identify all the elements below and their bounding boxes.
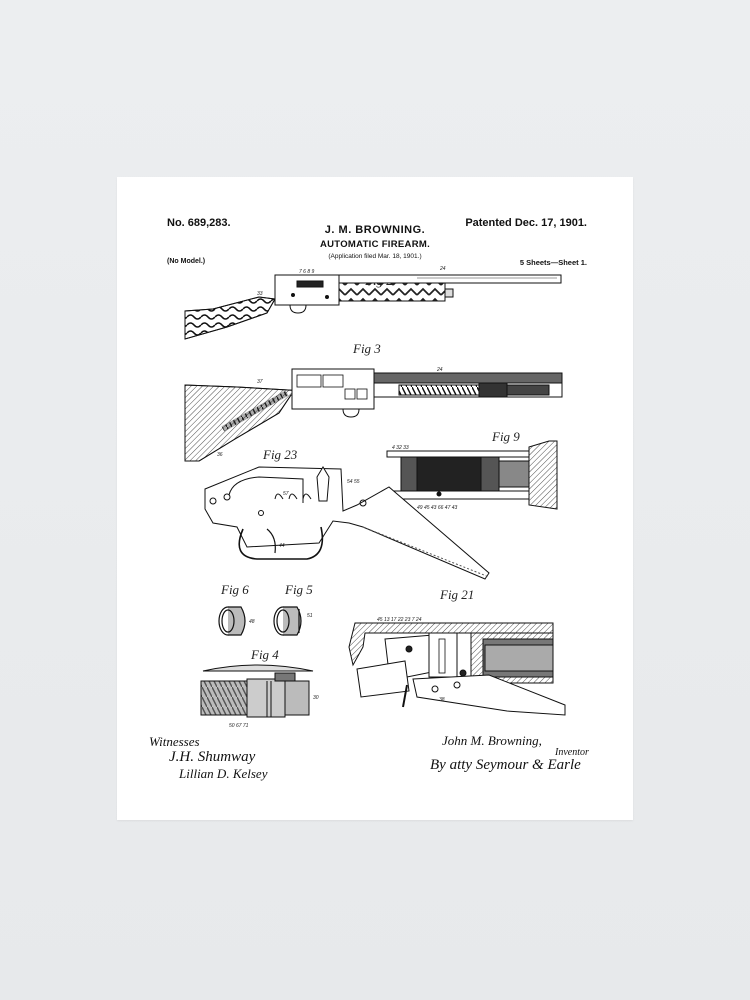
inventor-role: Inventor	[555, 747, 589, 758]
svg-text:38: 38	[439, 697, 445, 703]
svg-text:49 45 43 66 47 43: 49 45 43 66 47 43	[417, 505, 458, 511]
svg-text:57: 57	[283, 491, 289, 497]
witness-signature-1: J.H. Shumway	[169, 749, 256, 765]
inventor-signature: John M. Browning,	[442, 733, 542, 748]
svg-text:37: 37	[257, 379, 263, 385]
svg-text:30: 30	[313, 695, 319, 701]
inventor-name: J. M. BROWNING.	[324, 224, 426, 236]
patent-title: AUTOMATIC FIREARM.	[319, 239, 431, 250]
svg-text:4 32 33: 4 32 33	[392, 445, 409, 451]
svg-text:24: 24	[439, 266, 446, 272]
fig21-label: Fig 21	[440, 587, 475, 602]
fig4-barrel-assembly: 50 67 71 30	[200, 664, 319, 729]
fig2-rifle-side: 24 7 6 8 9 33	[184, 266, 562, 340]
svg-text:54 55: 54 55	[347, 479, 360, 485]
svg-text:33: 33	[257, 291, 263, 297]
svg-text:50 67 71: 50 67 71	[229, 723, 249, 729]
fig9-label: Fig 9	[492, 429, 520, 444]
svg-text:51: 51	[307, 613, 313, 619]
attorney-signature: By atty Seymour & Earle	[430, 757, 581, 773]
svg-text:36: 36	[217, 452, 223, 458]
svg-text:7 6 8 9: 7 6 8 9	[299, 269, 315, 275]
fig6-ring: 48	[218, 606, 255, 636]
application-date: (Application filed Mar. 18, 1901.)	[328, 253, 422, 260]
fig3-label: Fig 3	[353, 341, 381, 356]
fig21-breech-section: 45 13 17 22 23 7 24 38	[348, 617, 566, 716]
fig4-label: Fig 4	[251, 647, 279, 662]
fig6-label: Fig 6	[221, 582, 249, 597]
witnesses-label: Witnesses	[149, 734, 200, 749]
fig9-barrel-section: 4 32 33 49 45 43 66 47 43	[386, 440, 558, 511]
svg-text:45 13 17 22 23 7 24: 45 13 17 22 23 7 24	[377, 617, 422, 623]
svg-text:44: 44	[279, 543, 285, 549]
fig23-label: Fig 23	[263, 447, 298, 462]
patent-number: No. 689,283.	[167, 217, 231, 229]
patent-poster: No. 689,283. Patented Dec. 17, 1901. J. …	[117, 177, 633, 820]
patent-date: Patented Dec. 17, 1901.	[465, 217, 587, 229]
witness-signature-2: Lillian D. Kelsey	[179, 766, 268, 781]
fig5-ring: 51	[273, 606, 313, 636]
svg-text:48: 48	[249, 619, 255, 625]
patent-drawings: 24 7 6 8 9 33 37 24 36	[184, 266, 566, 729]
svg-text:24: 24	[436, 367, 443, 373]
fig5-label: Fig 5	[285, 582, 313, 597]
model-note: (No Model.)	[167, 258, 206, 265]
fig23-trigger-group: 57 44 54 55	[204, 466, 490, 580]
sheet-number: 5 Sheets—Sheet 1.	[519, 258, 587, 267]
fig3-rifle-section: 37 24 36	[184, 367, 563, 462]
